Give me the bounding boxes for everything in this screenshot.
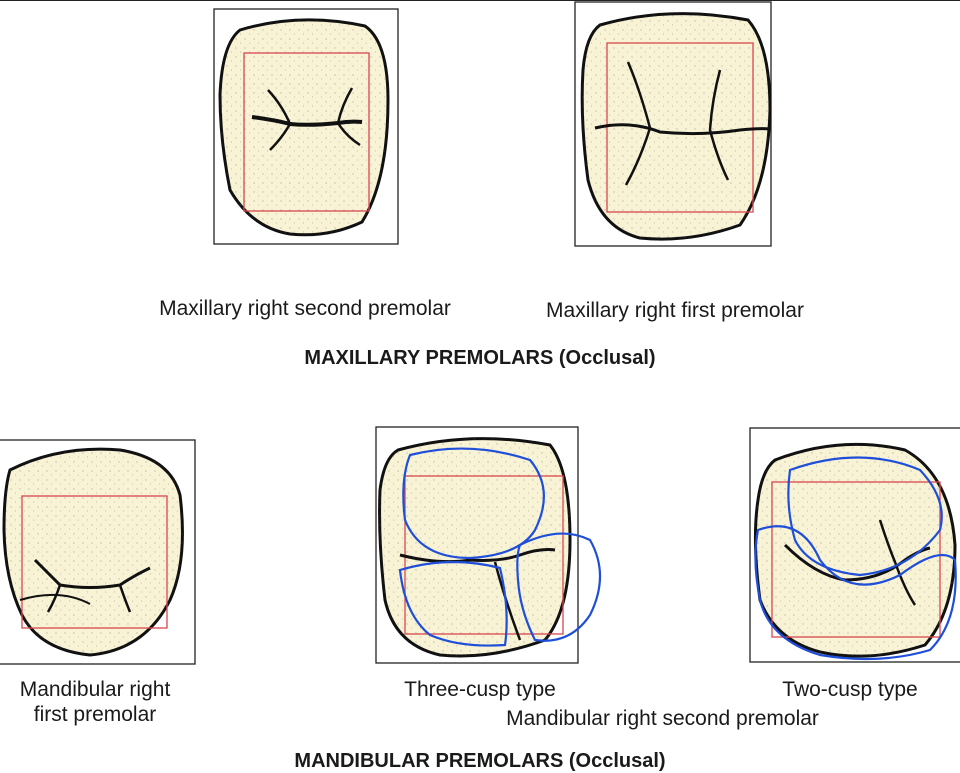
guide-rectangle xyxy=(771,481,941,638)
maxillary-second-premolar xyxy=(213,8,399,245)
label-three-cusp-type: Three-cusp type xyxy=(404,678,556,701)
heading-maxillary-premolars: MAXILLARY PREMOLARS (Occlusal) xyxy=(304,347,656,369)
label-maxillary-second-premolar: Maxillary right second premolar xyxy=(159,297,451,320)
image-frame xyxy=(213,8,399,245)
annotation-circle xyxy=(787,456,943,577)
guide-rectangle xyxy=(243,52,370,212)
label-mandibular-second-premolar: Mandibular right second premolar xyxy=(506,707,819,730)
image-frame xyxy=(749,427,960,663)
top-rule xyxy=(0,0,960,1)
mandibular-second-premolar-two-cusp xyxy=(749,427,960,663)
guide-rectangle xyxy=(21,495,168,629)
annotation-circle xyxy=(402,447,545,560)
label-mandibular-first-premolar-line1: Mandibular right xyxy=(19,678,171,701)
annotation-circle xyxy=(754,525,957,661)
central-groove xyxy=(399,548,556,564)
central-groove xyxy=(33,558,151,589)
heading-mandibular-premolars: MANDIBULAR PREMOLARS (Occlusal) xyxy=(294,750,666,772)
annotation-circle xyxy=(398,560,508,647)
label-maxillary-first-premolar: Maxillary right first premolar xyxy=(546,299,804,322)
image-frame xyxy=(574,1,772,247)
mandibular-first-premolar xyxy=(0,439,196,665)
central-groove xyxy=(251,115,363,127)
central-groove xyxy=(594,123,771,136)
label-two-cusp-type: Two-cusp type xyxy=(782,678,918,701)
annotation-circle xyxy=(516,532,602,642)
image-frame xyxy=(0,439,196,665)
image-frame xyxy=(375,426,579,664)
mandibular-second-premolar-three-cusp xyxy=(375,426,602,664)
label-mandibular-first-premolar-line2: first premolar xyxy=(33,703,157,726)
maxillary-first-premolar xyxy=(574,1,772,247)
